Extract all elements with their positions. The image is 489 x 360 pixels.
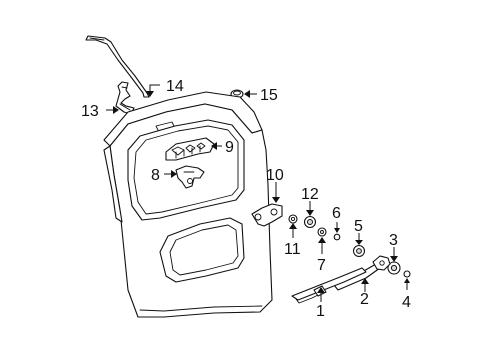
grommet-3-part [387,261,401,275]
grommet-12-part [303,215,317,229]
handle-part [165,137,215,161]
washer-6-part [333,233,341,241]
callout-8: 8 [151,167,160,184]
callout-1: 1 [316,303,325,320]
callout-5: 5 [354,218,363,235]
nut-5-part [352,244,366,258]
callout-6: 6 [332,205,341,222]
callout-9: 9 [225,139,234,156]
hinge-part [115,81,135,115]
rod-part [85,35,150,98]
leader-lines [106,84,410,302]
callout-15: 15 [260,87,278,104]
nut-11-part [288,214,298,224]
latch-part [175,165,205,189]
liftgate-panel [103,91,273,318]
callout-11: 11 [284,241,301,258]
callout-3: 3 [389,232,398,249]
callout-4: 4 [402,294,411,311]
motor-bracket-part [251,203,283,227]
callout-7: 7 [317,257,326,274]
callout-labels: 14 13 15 9 8 10 12 11 6 7 5 3 4 2 1 [81,78,411,320]
callout-13: 13 [81,103,99,120]
callout-10: 10 [266,167,284,184]
callout-14: 14 [166,78,184,95]
callout-2: 2 [360,291,369,308]
seal-7-part [317,227,327,237]
wiper-blade-part [291,267,367,304]
cap-4-part [403,270,411,278]
callout-12: 12 [301,186,319,203]
